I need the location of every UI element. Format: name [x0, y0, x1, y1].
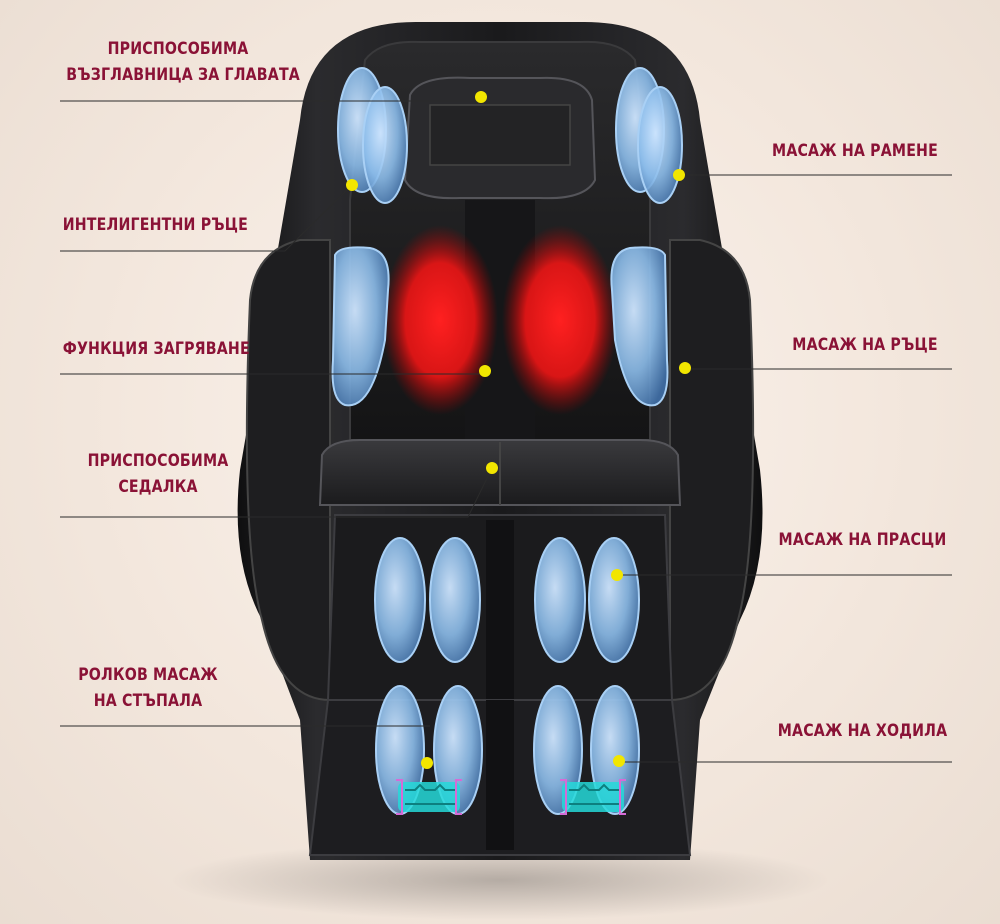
label-hands: МАСАЖ НА РЪЦЕ — [788, 332, 943, 358]
label-feet: МАСАЖ НА ХОДИЛА — [774, 718, 950, 744]
foot-roller-left — [396, 779, 462, 815]
label-heating-line1: ФУНКЦИЯ ЗАГРЯВАНЕ — [62, 339, 250, 358]
foot-roller-right — [560, 779, 626, 815]
label-seat-line1: ПРИСПОСОБИМА — [87, 451, 229, 470]
left-arm-panel — [245, 239, 331, 702]
callout-dot — [611, 569, 623, 581]
callout-dots — [346, 91, 691, 769]
label-headrest-line2: ВЪЗГЛАВНИЦА ЗА ГЛАВАТА — [66, 65, 300, 84]
heat-zone-right — [502, 225, 618, 415]
label-calves: МАСАЖ НА ПРАСЦИ — [774, 527, 950, 553]
label-roller-line2: НА СТЪПАЛА — [93, 691, 203, 710]
calf-airbag — [374, 537, 426, 663]
label-arms-line1: ИНТЕЛИГЕНТНИ РЪЦЕ — [62, 215, 248, 234]
callout-dot — [613, 755, 625, 767]
callout-dot — [421, 757, 433, 769]
label-shoulders-line1: МАСАЖ НА РАМЕНЕ — [772, 141, 938, 160]
label-arms: ИНТЕЛИГЕНТНИ РЪЦЕ — [62, 212, 248, 238]
label-headrest: ПРИСПОСОБИМА ВЪЗГЛАВНИЦА ЗА ГЛАВАТА — [66, 36, 300, 88]
label-headrest-line1: ПРИСПОСОБИМА — [107, 39, 249, 58]
label-feet-line1: МАСАЖ НА ХОДИЛА — [777, 721, 948, 740]
label-calves-line1: МАСАЖ НА ПРАСЦИ — [778, 530, 947, 549]
callout-dot — [346, 179, 358, 191]
heat-zone-left — [382, 225, 498, 415]
callout-dot — [679, 362, 691, 374]
label-seat: ПРИСПОСОБИМА СЕДАЛКА — [72, 448, 244, 500]
callout-lines — [60, 100, 952, 763]
callout-dot — [479, 365, 491, 377]
label-roller-line1: РОЛКОВ МАСАЖ — [78, 665, 218, 684]
label-shoulders: МАСАЖ НА РАМЕНЕ — [769, 138, 941, 164]
callout-dot — [486, 462, 498, 474]
right-arm-panel — [669, 239, 755, 702]
arm-airbag-left — [331, 246, 390, 407]
label-roller: РОЛКОВ МАСАЖ НА СТЪПАЛА — [62, 662, 234, 714]
label-heating: ФУНКЦИЯ ЗАГРЯВАНЕ — [62, 336, 250, 362]
callout-dot — [673, 169, 685, 181]
callout-dot — [475, 91, 487, 103]
arm-airbag-right — [610, 246, 669, 407]
label-seat-line2: СЕДАЛКА — [118, 477, 198, 496]
label-hands-line1: МАСАЖ НА РЪЦЕ — [792, 335, 938, 354]
